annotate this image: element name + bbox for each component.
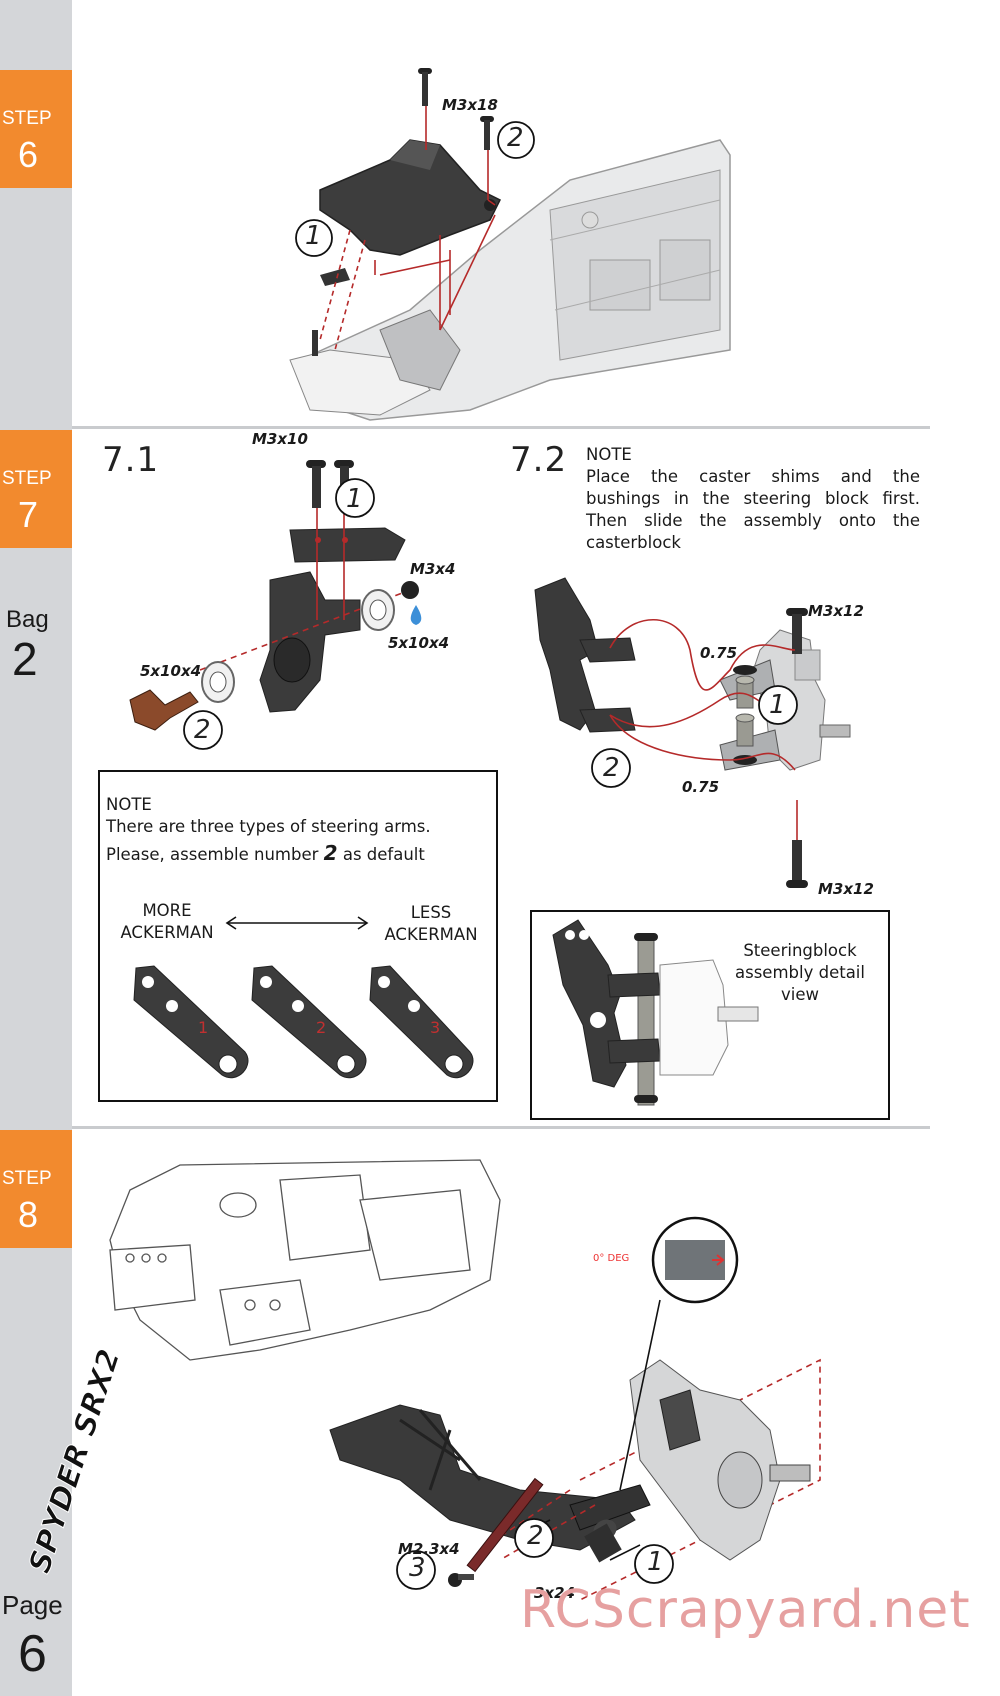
step6-screw-m3x18: M3x18 [442, 96, 498, 114]
s71-callout-2: 2 [194, 715, 211, 745]
watermark: RCScrapyard.net [520, 1580, 971, 1640]
steering-arm-1 [133, 965, 249, 1078]
step8-illustration [109, 1159, 821, 1601]
s72-shim-top: 0.75 [700, 644, 738, 662]
section-divider [72, 1126, 930, 1129]
detail-view-caption: Steeringblock assembly detail view [720, 940, 880, 1006]
bushing-marking: 0° DEG [593, 1253, 630, 1264]
less-label-line1: LESS [410, 903, 452, 922]
s71-screw-m3x10: M3x10 [252, 430, 308, 448]
arms-note-default-number: 2 [323, 841, 338, 865]
step6-callout-1: 1 [305, 221, 322, 251]
arm-number-1: 1 [198, 1018, 209, 1037]
steering-arms-note: NOTE There are three types of steering a… [106, 794, 496, 866]
step8-callout-3: 3 [409, 1553, 426, 1583]
steering-arm-2 [251, 965, 367, 1078]
arms-note-line2-pre: Please, assemble number [106, 845, 324, 864]
less-label-line2: ACKERMAN [384, 925, 478, 944]
arms-note-line1: There are three types of steering arms. [106, 817, 431, 836]
step8-callout-1: 1 [647, 1547, 664, 1577]
arm-number-2: 2 [316, 1018, 327, 1037]
s72-screw-bottom: M3x12 [818, 880, 874, 898]
step-number: 8 [18, 1194, 39, 1235]
step-label: STEP [2, 468, 52, 489]
step72-illustration [534, 577, 851, 888]
step-label: STEP [2, 108, 52, 129]
detail-caption-line3: view [781, 985, 819, 1004]
arms-note-line2-post: as default [337, 845, 425, 864]
more-label-line2: ACKERMAN [120, 923, 214, 942]
step-7-tab: STEP 7 [0, 430, 72, 548]
page-label: Page [2, 1590, 63, 1620]
s72-shim-bottom: 0.75 [682, 778, 720, 796]
s71-callout-1: 1 [346, 484, 363, 514]
step8-callout-2: 2 [527, 1521, 544, 1551]
detail-caption-line2: assembly detail [735, 963, 865, 982]
s72-callout-1: 1 [769, 690, 786, 720]
note-72: NOTE Place the caster shims and the bush… [586, 444, 920, 554]
step71-illustration [129, 460, 422, 750]
step-number: 7 [18, 494, 39, 535]
step8-screw-m2-3x4: M2.3x4 [398, 1540, 460, 1558]
sidebar [0, 0, 72, 1696]
arm-number-3: 3 [430, 1018, 441, 1037]
more-ackerman-label: MORE ACKERMAN [112, 900, 222, 944]
step-6-tab: STEP 6 [0, 70, 72, 188]
spyder-logo: SPYDER SRX2 [22, 1345, 128, 1578]
step8-pin-3x24: 3x24 [534, 1584, 575, 1602]
arms-note-line2: Please, assemble number 2 as default [106, 842, 496, 866]
arms-note-title: NOTE [106, 795, 152, 814]
bag-number: 2 [12, 633, 38, 685]
steering-arm-types [133, 965, 474, 1078]
detail-view-illustration [552, 919, 759, 1106]
step-number: 6 [18, 134, 39, 175]
ackerman-arrow [225, 916, 369, 930]
s72-screw-top: M3x12 [808, 602, 864, 620]
more-label-line1: MORE [142, 901, 192, 920]
section-7-2: 7.2 [510, 440, 568, 480]
page-number: 6 [18, 1625, 47, 1683]
steering-arm-3 [369, 965, 474, 1078]
section-7-1: 7.1 [102, 440, 160, 480]
note-72-title: NOTE [586, 445, 632, 464]
step-label: STEP [2, 1168, 52, 1189]
s72-callout-2: 2 [603, 753, 620, 783]
bag-label: Bag [6, 606, 49, 633]
note-72-body: Place the caster shims and the bushings … [586, 467, 920, 552]
s71-bearing-right: 5x10x4 [388, 634, 450, 652]
step6-illustration [289, 68, 731, 421]
less-ackerman-label: LESS ACKERMAN [372, 902, 490, 946]
step6-callout-2: 2 [507, 123, 524, 153]
section-divider [72, 426, 930, 429]
suspension-arm [329, 1404, 636, 1551]
s71-bearing-left: 5x10x4 [140, 662, 202, 680]
detail-caption-line1: Steeringblock [743, 941, 857, 960]
s71-screw-m3x4: M3x4 [410, 560, 456, 578]
step-8-tab: STEP 8 [0, 1130, 72, 1248]
